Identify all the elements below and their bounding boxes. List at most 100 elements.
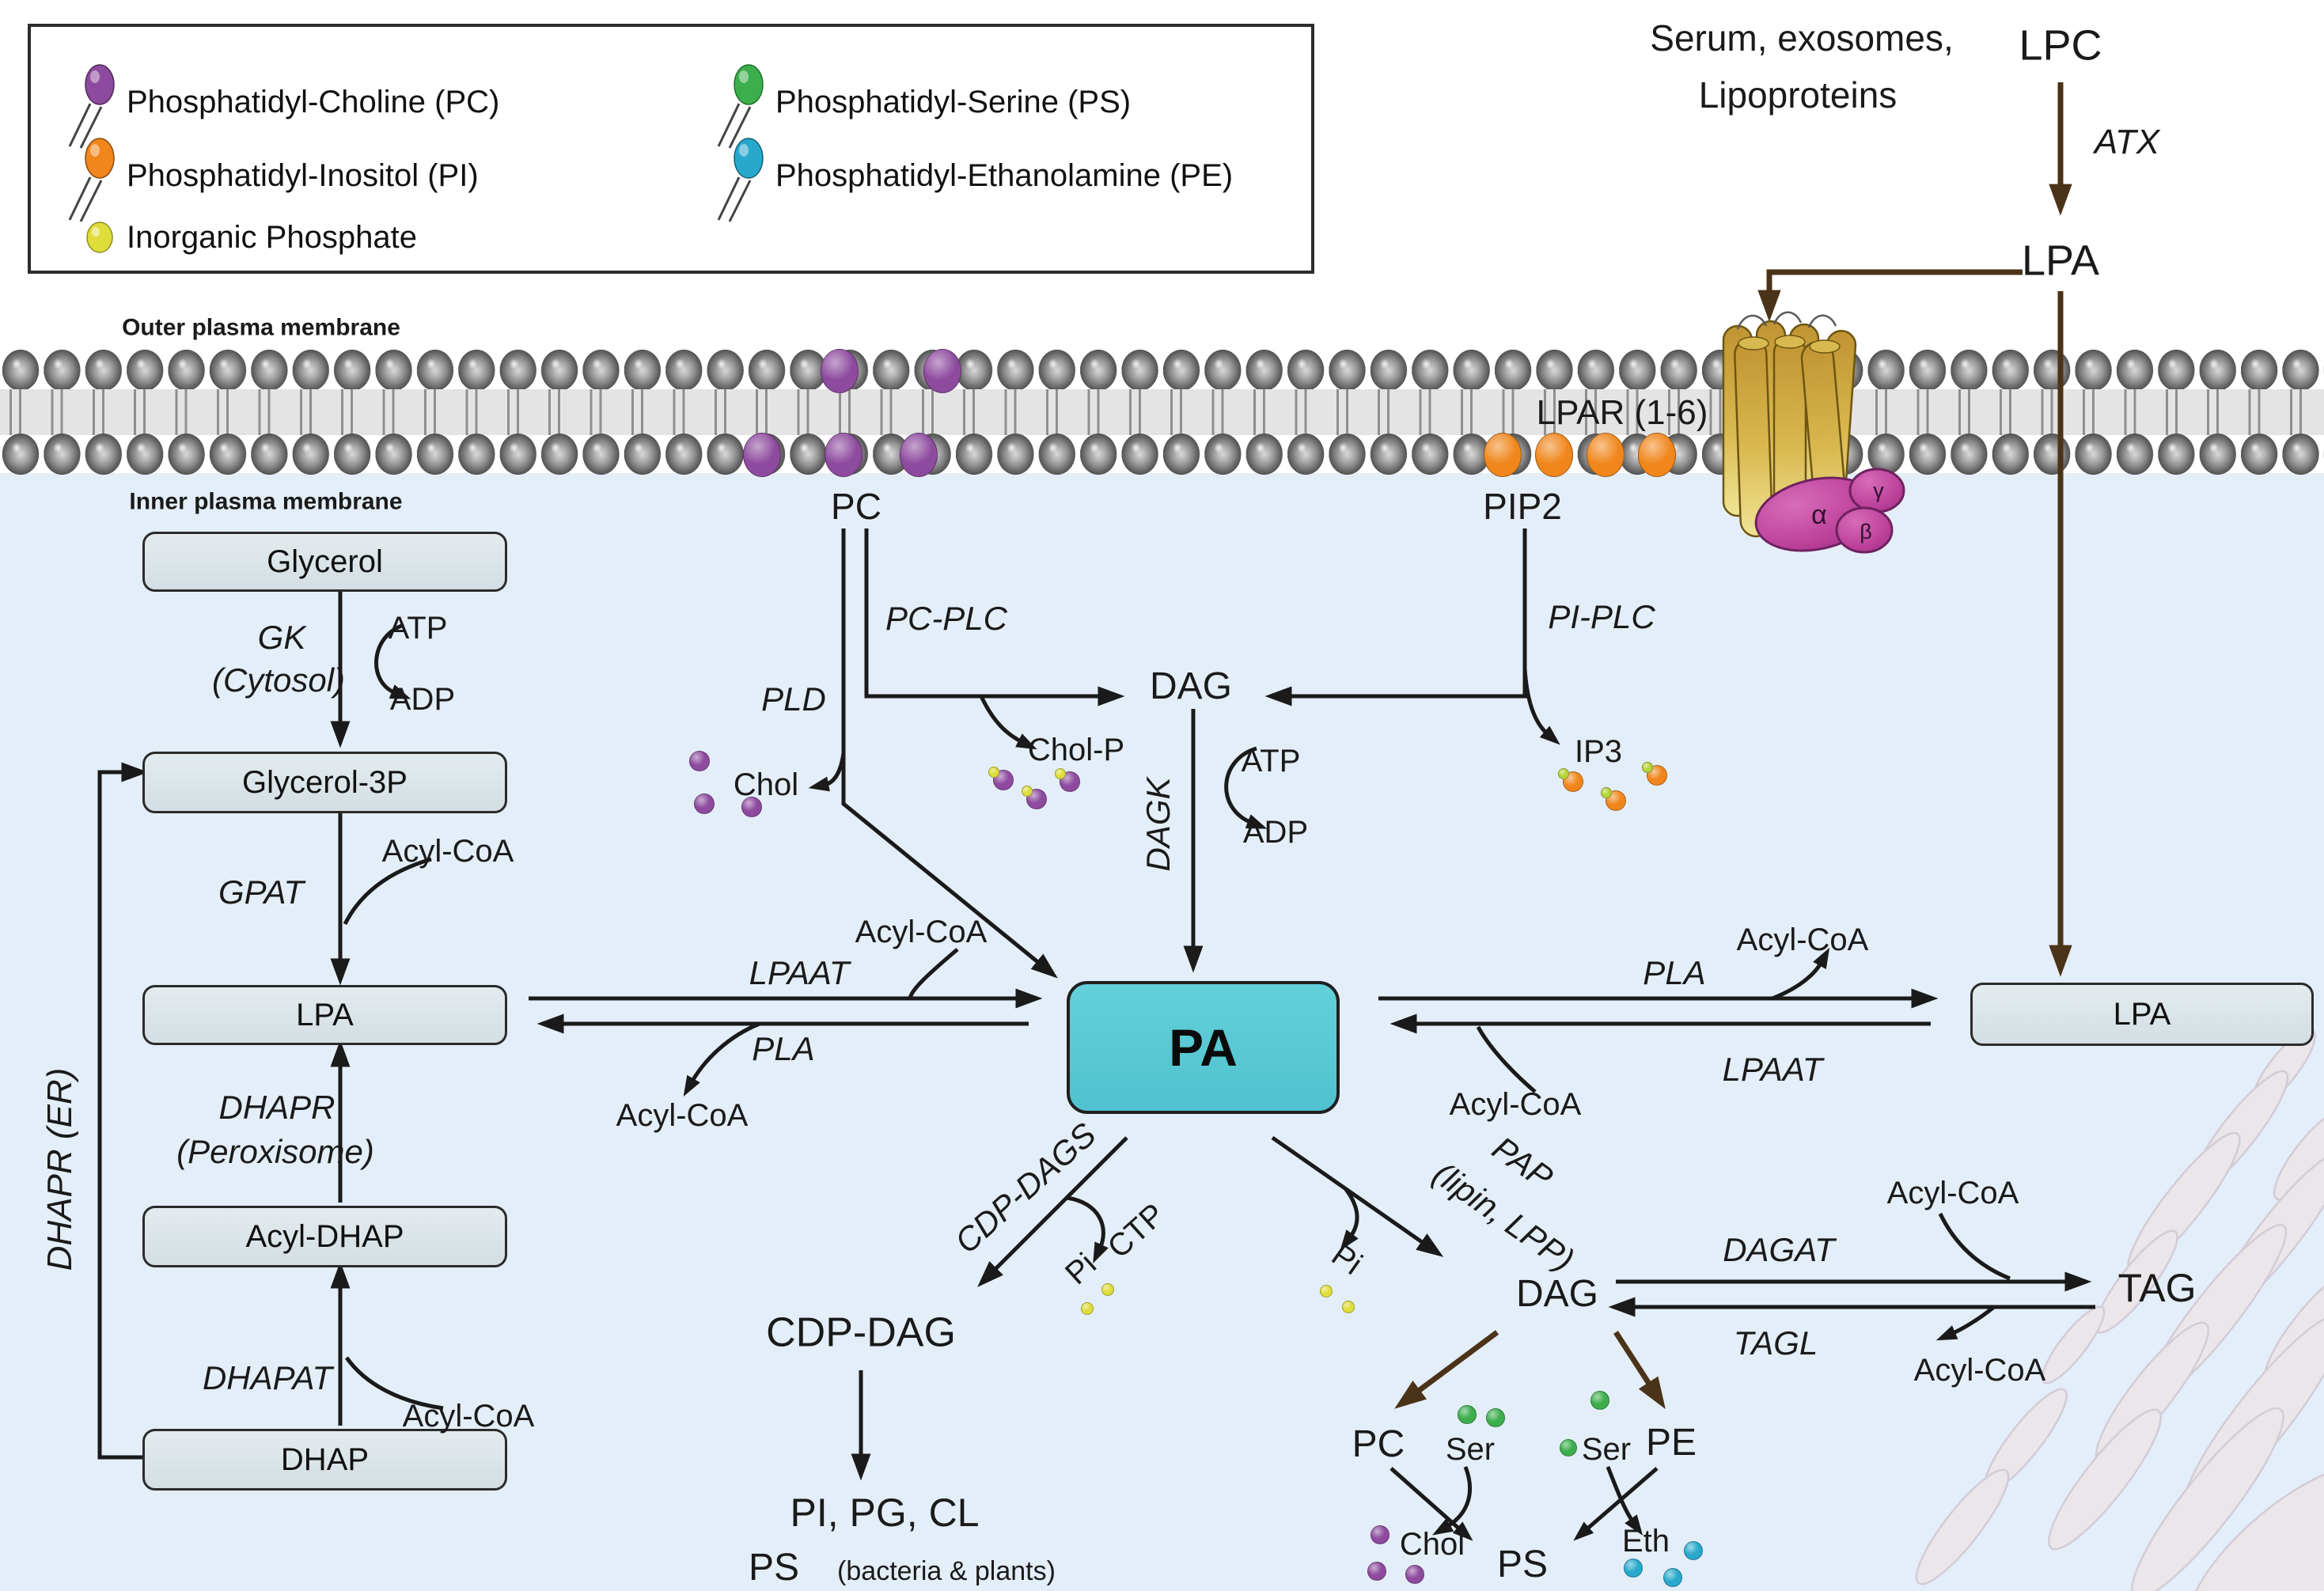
node-lpa-left: LPA <box>142 985 507 1045</box>
dhapr-perox-2: (Peroxisome) <box>176 1132 374 1170</box>
adp-center: ADP <box>1242 815 1309 850</box>
curve-atp-adp-left <box>374 623 411 699</box>
atx-enzyme: ATX <box>2094 122 2160 161</box>
gprotein-gamma: γ <box>1873 478 1884 502</box>
molecule-dot <box>689 751 710 771</box>
lpar-label: LPAR (1-6) <box>1536 392 1708 432</box>
molecule-dot <box>1601 787 1612 798</box>
acyl-coa-dhapat: Acyl-CoA <box>402 1399 535 1434</box>
curve-acylcoa-pla-right <box>1772 947 1830 1001</box>
legend-label: Phosphatidyl-Ethanolamine (PE) <box>775 157 1234 193</box>
pe-lipid-icon <box>717 138 764 222</box>
arrow-pc-plc <box>864 528 1125 706</box>
gpat-enzyme: GPAT <box>218 873 305 911</box>
membrane-tails <box>0 389 2324 435</box>
er-blobs <box>1915 1028 2324 1591</box>
receptor-loops <box>1736 311 1837 330</box>
pc-lipid-head-inner <box>743 433 781 477</box>
arrow-dhapr-er <box>97 762 149 1460</box>
molecule-dot <box>1342 1301 1355 1313</box>
node-lpa-right: LPA <box>1970 983 2314 1046</box>
legend-label: Inorganic Phosphate <box>127 219 417 255</box>
curve-ser-chol-left <box>1432 1466 1473 1536</box>
molecule-dot <box>1055 768 1066 779</box>
pc-lipid-head-outer <box>923 349 961 393</box>
pi-plc-enzyme: PI-PLC <box>1548 597 1655 635</box>
legend-item-pi: Phosphatidyl-Inositol (PI) <box>59 128 479 223</box>
gprotein-alpha: α <box>1811 500 1827 531</box>
membrane-inner-leaflet <box>0 432 2324 476</box>
tagl-enzyme: TAGL <box>1733 1324 1818 1362</box>
node-dhap: DHAP <box>142 1429 507 1491</box>
molecule-dot <box>1558 768 1569 779</box>
molecule-dot <box>1684 1541 1703 1560</box>
lpar-receptor <box>1722 311 1905 554</box>
dag-top-label: DAG <box>1149 665 1233 707</box>
curve-acylcoa-pla-left <box>683 1021 760 1097</box>
pc-lipid-head-inner <box>900 433 938 477</box>
ser-left-label: Ser <box>1445 1432 1496 1467</box>
pi-lipid-head-inner <box>1587 433 1625 477</box>
legend-item-phosphate: Inorganic Phosphate <box>59 214 417 261</box>
curve-ip3-release <box>1522 668 1560 745</box>
molecule-dot <box>1663 1568 1682 1587</box>
curve-acylcoa-dhapat <box>344 1356 444 1411</box>
pc-lipid-head-outer <box>821 349 859 393</box>
dhapr-er-enzyme: DHAPR (ER) <box>40 1067 79 1271</box>
cdp-dag-label: CDP-DAG <box>766 1309 956 1356</box>
lpaat-right-enzyme: LPAAT <box>1722 1050 1823 1088</box>
dhapat-enzyme: DHAPAT <box>202 1358 333 1396</box>
serum-exosomes-line2: Lipoproteins <box>1698 74 1897 116</box>
ps-lipid-icon <box>717 64 764 149</box>
molecule-dot <box>694 794 715 814</box>
pi-lipid-head-inner <box>1638 433 1676 477</box>
gk-cytosol: (Cytosol) <box>211 661 346 699</box>
curve-acylcoa-gpat <box>343 857 432 926</box>
molecule-dot <box>1081 1302 1094 1315</box>
curve-chol-release <box>808 752 846 792</box>
pip2-label: PIP2 <box>1483 485 1562 527</box>
acyl-coa-gpat: Acyl-CoA <box>381 834 514 869</box>
acyl-coa-right-out: Acyl-CoA <box>1736 922 1869 957</box>
atp-left: ATP <box>388 611 448 646</box>
outer-membrane-label: Outer plasma membrane <box>122 314 400 341</box>
arrow-pi-plc <box>1264 528 1527 706</box>
tag-label: TAG <box>2117 1265 2197 1310</box>
arrow-dag-to-pc <box>1394 1330 1499 1409</box>
node-acyl-dhap: Acyl-DHAP <box>142 1206 507 1267</box>
molecule-dot <box>1367 1562 1386 1581</box>
adp-left: ADP <box>389 682 456 717</box>
arrow-cdp-dags <box>977 1136 1128 1287</box>
molecule-dot <box>741 797 762 817</box>
pc-plc-enzyme: PC-PLC <box>885 599 1008 637</box>
inner-membrane-label: Inner plasma membrane <box>129 488 403 515</box>
legend-label: Phosphatidyl-Inositol (PI) <box>127 157 479 193</box>
arrow-lpa-to-lpar <box>1757 269 2023 322</box>
molecule-dot <box>1026 789 1047 809</box>
gk-enzyme: GK <box>257 618 306 656</box>
pla-left-enzyme: PLA <box>752 1029 815 1067</box>
legend-item-ps: Phosphatidyl-Serine (PS) <box>707 55 1131 150</box>
molecule-dot <box>1101 1283 1114 1296</box>
lpaat-left-enzyme: LPAAT <box>749 953 850 991</box>
molecule-dot <box>1624 1559 1643 1578</box>
curve-cholp-release <box>979 695 1037 750</box>
node-glycerol: Glycerol <box>142 532 507 592</box>
lpc-label: LPC <box>2019 21 2102 70</box>
molecule-dot <box>1320 1285 1333 1297</box>
molecule-dot <box>1486 1408 1505 1427</box>
molecule-dot <box>988 767 999 778</box>
dagat-enzyme: DAGAT <box>1723 1230 1835 1268</box>
pi-lipid-head-inner <box>1535 433 1573 477</box>
curve-pap-pi <box>1340 1187 1359 1251</box>
ps-bottom-label: PS <box>1496 1543 1549 1585</box>
pc-bottom-label: PC <box>1352 1422 1405 1465</box>
molecule-dot <box>1405 1565 1424 1584</box>
chol-mid-label: Chol <box>733 767 799 802</box>
serum-exosomes-line1: Serum, exosomes, <box>1650 17 1954 59</box>
curve-acylcoa-dagat <box>1938 1212 2011 1281</box>
ps-bacteria-label: PS <box>748 1546 800 1589</box>
ser-right-label: Ser <box>1581 1432 1632 1467</box>
